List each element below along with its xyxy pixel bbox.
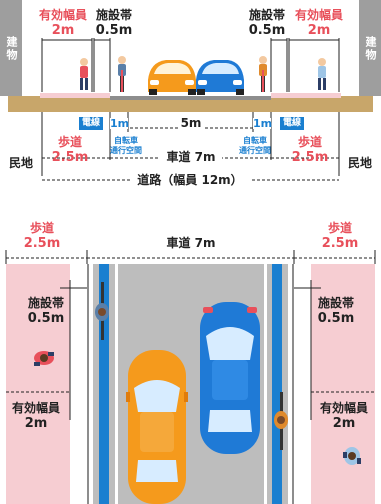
plan-effective-value-left: 2m	[24, 416, 48, 431]
road-surface	[110, 96, 271, 100]
sidewalk-surface-right	[271, 93, 341, 98]
effective-width-label-left: 有効幅員	[38, 8, 87, 22]
car-orange-front-icon	[148, 60, 196, 95]
effective-width-value-right: 2m	[307, 23, 331, 38]
sidewalk-value-left: 2.5m	[51, 150, 89, 165]
plan-sidewalk-label-left: 歩道	[29, 221, 54, 235]
plan-facility-label-right: 施設帯	[317, 296, 354, 310]
car-orange-top-icon	[126, 350, 188, 504]
plan-facility-value-right: 0.5m	[317, 311, 355, 326]
bike-space-label-left: 自転車 通行空間	[110, 136, 142, 155]
plan-carriageway: 車道 7m	[160, 237, 222, 249]
plan-effective-value-right: 2m	[332, 416, 356, 431]
private-land-left: 民地	[8, 156, 33, 170]
plan-effective-label-left: 有効幅員	[11, 401, 60, 415]
plan-facility-value-left: 0.5m	[27, 311, 65, 326]
building-right	[359, 0, 381, 96]
bike-lane-width-right: 1m	[253, 117, 273, 130]
effective-width-value-left: 2m	[51, 23, 75, 38]
cyclist-plan-right-icon	[274, 392, 288, 450]
pedestrian-right-icon	[318, 58, 326, 90]
facility-zone-label-left: 施設帯	[95, 8, 132, 22]
pole-badge-left: 電線	[79, 117, 103, 130]
pedestrian-left-icon	[80, 58, 88, 90]
building-right-label: 建物	[364, 36, 377, 62]
sidewalk-label-left: 歩道	[57, 135, 82, 149]
pedestrian-plan-left-icon	[34, 351, 54, 366]
plan-sidewalk-value-left: 2.5m	[23, 236, 61, 251]
building-left-label: 建物	[5, 36, 18, 62]
center-width: 5m	[178, 117, 204, 129]
sidewalk-value-right: 2.5m	[291, 150, 329, 165]
effective-width-label-right: 有効幅員	[294, 8, 343, 22]
sidewalk-surface-left	[40, 93, 110, 98]
pedestrian-plan-right-icon	[343, 447, 361, 465]
car-blue-front-icon	[196, 60, 244, 95]
facility-zone-value-left: 0.5m	[95, 23, 133, 38]
road-total-width: 道路（幅員 12m）	[130, 174, 250, 186]
sidewalk-label-right: 歩道	[297, 135, 322, 149]
plan-effective-label-right: 有効幅員	[319, 401, 368, 415]
cross-section-illustration	[41, 38, 340, 181]
car-blue-top-icon	[200, 302, 260, 454]
cyclist-plan-left-icon	[95, 282, 109, 340]
plan-sidewalk-value-right: 2.5m	[321, 236, 359, 251]
private-land-right: 民地	[347, 156, 372, 170]
cyclist-left-icon	[118, 56, 126, 92]
bike-lane-width-left: 1m	[110, 117, 130, 130]
facility-zone-label-right: 施設帯	[248, 8, 285, 22]
plan-sidewalk-label-right: 歩道	[327, 221, 352, 235]
building-left	[0, 0, 22, 96]
plan-facility-label-left: 施設帯	[27, 296, 64, 310]
ground-strip	[8, 96, 373, 112]
facility-zone-value-right: 0.5m	[248, 23, 286, 38]
cyclist-right-icon	[259, 56, 267, 92]
carriageway-width: 車道 7m	[160, 151, 222, 163]
pole-badge-right: 電線	[280, 117, 304, 130]
bike-space-label-right: 自転車 通行空間	[239, 136, 271, 155]
